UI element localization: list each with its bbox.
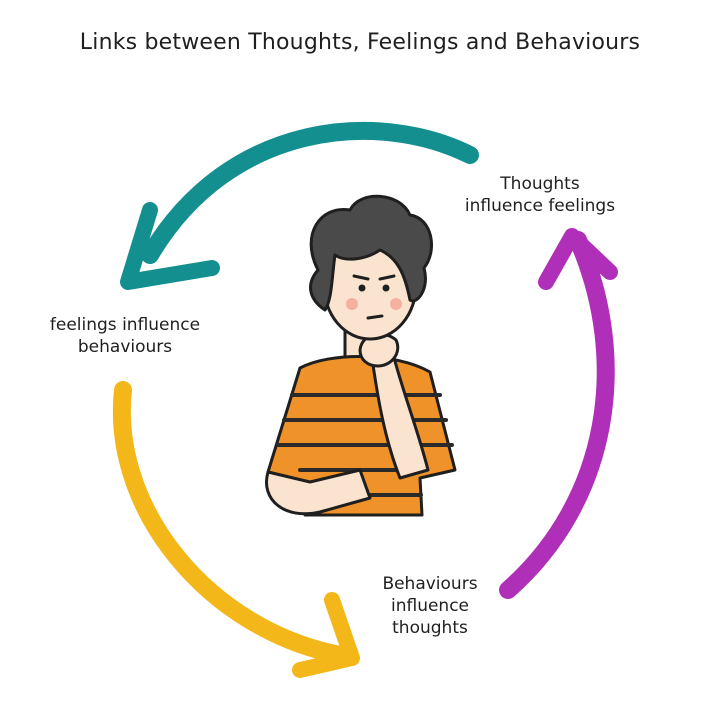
label-line: influence	[390, 596, 470, 616]
label-line: feelings influence	[49, 315, 201, 335]
label-line: behaviours	[77, 337, 173, 357]
label-behaviours-influence-thoughts: Behaviours influence thoughts	[345, 573, 515, 639]
teal-arrow-icon	[120, 121, 479, 290]
label-line: influence feelings	[464, 196, 616, 216]
label-line: thoughts	[392, 618, 468, 638]
yellow-arrow-icon	[112, 381, 360, 678]
thinking-person-icon	[265, 194, 457, 517]
label-thoughts-influence-feelings: Thoughts influence feelings	[430, 173, 650, 217]
label-line: Behaviours	[382, 574, 478, 594]
label-feelings-influence-behaviours: feelings influence behaviours	[20, 314, 230, 358]
label-line: Thoughts	[500, 174, 580, 194]
diagram-title: Links between Thoughts, Feelings and Beh…	[79, 30, 641, 55]
purple-arrow-icon	[499, 228, 618, 599]
